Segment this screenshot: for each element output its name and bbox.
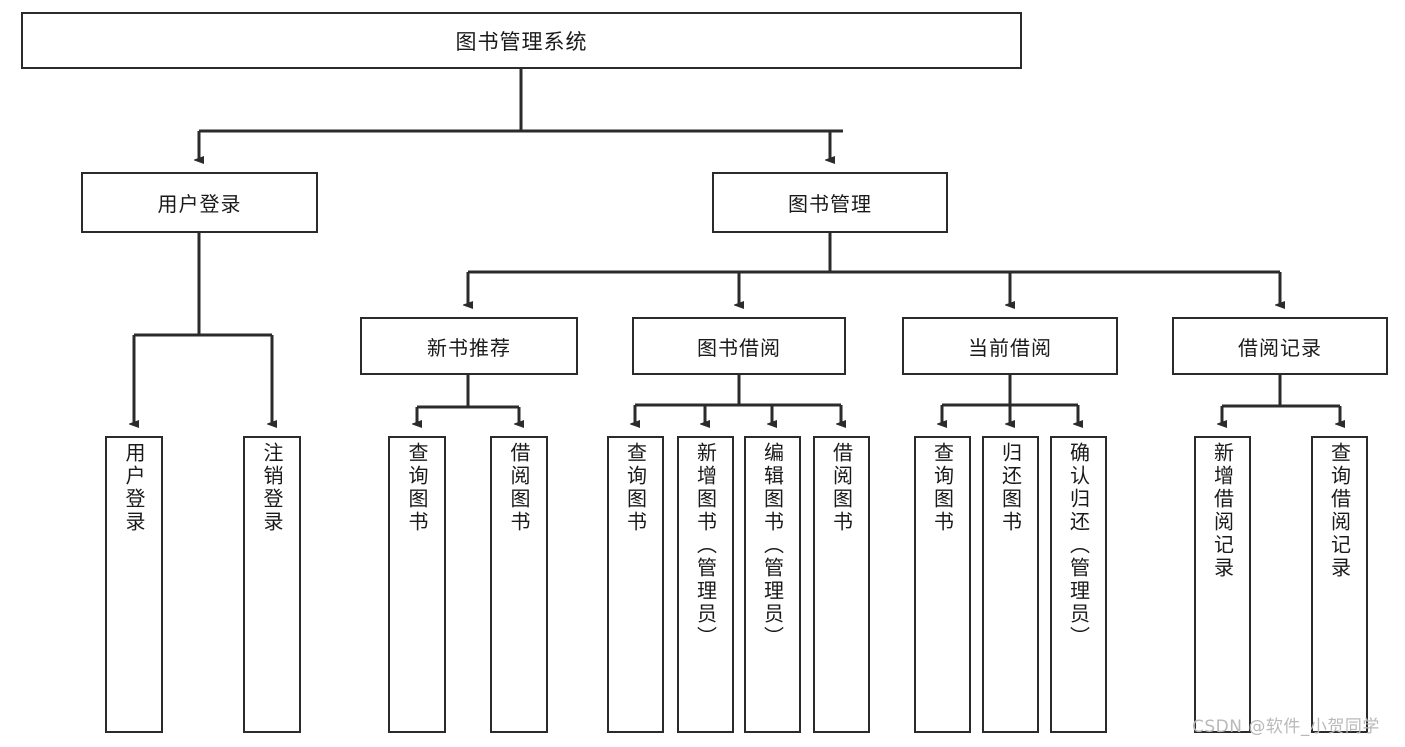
leaf-borrow-record-query[interactable]: 查询借阅记录 [1311, 436, 1368, 733]
node-borrow-record[interactable]: 借阅记录 [1172, 317, 1388, 375]
node-user-login-label: 用户登录 [157, 192, 242, 216]
node-book-management[interactable]: 图书管理 [712, 172, 948, 233]
leaf-current-borrow-return-label: 归还图书 [998, 442, 1023, 534]
leaf-borrow-record-query-label: 查询借阅记录 [1327, 442, 1352, 580]
leaf-borrow-record-add-label: 新增借阅记录 [1210, 442, 1235, 580]
node-root-label: 图书管理系统 [455, 29, 588, 54]
leaf-book-borrow-add[interactable]: 新增图书（管理员） [677, 436, 734, 733]
leaf-user-login-login[interactable]: 用户登录 [105, 436, 163, 733]
leaf-current-borrow-confirm-label: 确认归还（管理员） [1066, 442, 1091, 649]
leaf-user-login-logout-label: 注销登录 [260, 442, 284, 534]
node-new-book-recommend-label: 新书推荐 [427, 335, 511, 360]
leaf-book-borrow-query[interactable]: 查询图书 [607, 436, 664, 733]
leaf-borrow-record-add[interactable]: 新增借阅记录 [1194, 436, 1251, 733]
leaf-current-borrow-query[interactable]: 查询图书 [914, 436, 971, 733]
leaf-user-login-logout[interactable]: 注销登录 [243, 436, 301, 733]
leaf-current-borrow-return[interactable]: 归还图书 [982, 436, 1039, 733]
node-borrow-record-label: 借阅记录 [1238, 335, 1322, 360]
leaf-book-borrow-add-label: 新增图书（管理员） [693, 442, 718, 649]
leaf-new-book-borrow-label: 借阅图书 [507, 442, 531, 534]
leaf-user-login-login-label: 用户登录 [122, 442, 146, 534]
node-book-borrow[interactable]: 图书借阅 [632, 317, 846, 375]
leaf-book-borrow-borrow[interactable]: 借阅图书 [813, 436, 870, 733]
leaf-book-borrow-edit-label: 编辑图书（管理员） [760, 442, 785, 649]
leaf-current-borrow-query-label: 查询图书 [930, 442, 955, 534]
node-current-borrow-label: 当前借阅 [968, 335, 1052, 360]
node-root[interactable]: 图书管理系统 [21, 12, 1022, 69]
leaf-book-borrow-edit[interactable]: 编辑图书（管理员） [744, 436, 801, 733]
node-book-management-label: 图书管理 [788, 192, 872, 216]
leaf-book-borrow-borrow-label: 借阅图书 [829, 442, 854, 534]
leaf-current-borrow-confirm[interactable]: 确认归还（管理员） [1050, 436, 1107, 733]
node-current-borrow[interactable]: 当前借阅 [902, 317, 1118, 375]
leaf-new-book-borrow[interactable]: 借阅图书 [490, 436, 548, 733]
watermark: CSDN @软件_小贺同学 [1192, 717, 1380, 737]
leaf-book-borrow-query-label: 查询图书 [623, 442, 648, 534]
leaf-new-book-query-label: 查询图书 [405, 442, 429, 534]
node-book-borrow-label: 图书借阅 [697, 335, 781, 360]
leaf-new-book-query[interactable]: 查询图书 [388, 436, 446, 733]
node-user-login[interactable]: 用户登录 [81, 172, 318, 233]
node-new-book-recommend[interactable]: 新书推荐 [360, 317, 578, 375]
